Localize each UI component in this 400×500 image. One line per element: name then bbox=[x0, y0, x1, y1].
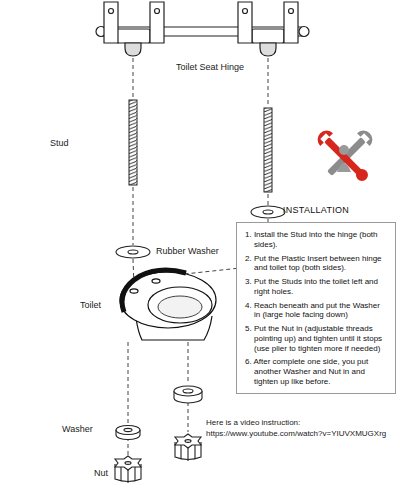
nut-drawing bbox=[115, 456, 141, 483]
video-note: Here is a video instruction: https://www… bbox=[206, 417, 396, 439]
hinge-drawing bbox=[96, 2, 309, 56]
part-label: Washer bbox=[62, 424, 93, 435]
section-heading: INSTALLATION bbox=[237, 204, 395, 216]
rubber-washer-drawing bbox=[174, 386, 202, 403]
part-label: Toilet bbox=[80, 300, 101, 311]
instruction-step: 3. Put the Studs into the toilet left an… bbox=[245, 277, 387, 297]
part-label: Toilet Seat Hinge bbox=[130, 62, 290, 73]
stud-drawing bbox=[129, 100, 272, 192]
instruction-step: 5. Put the Nut in (adjustable threads po… bbox=[245, 324, 387, 353]
part-label: Nut bbox=[94, 468, 108, 479]
washer-drawing bbox=[116, 426, 140, 440]
instruction-step: 4. Reach beneath and put the Washer in (… bbox=[245, 301, 387, 321]
instruction-step: 1. Install the Stud into the hinge (both… bbox=[245, 230, 387, 250]
instruction-step: 2. Put the Plastic Insert between hinge … bbox=[245, 254, 387, 274]
wrench-icon bbox=[314, 127, 376, 186]
instruction-box: INSTALLATION1. Install the Stud into the… bbox=[236, 222, 396, 394]
part-label: Rubber Washer bbox=[156, 246, 219, 257]
instruction-step: 6. After complete one side, you put anot… bbox=[245, 357, 387, 386]
toilet-drawing bbox=[120, 270, 216, 340]
nut-drawing bbox=[175, 434, 201, 461]
part-label: Stud bbox=[50, 138, 69, 149]
